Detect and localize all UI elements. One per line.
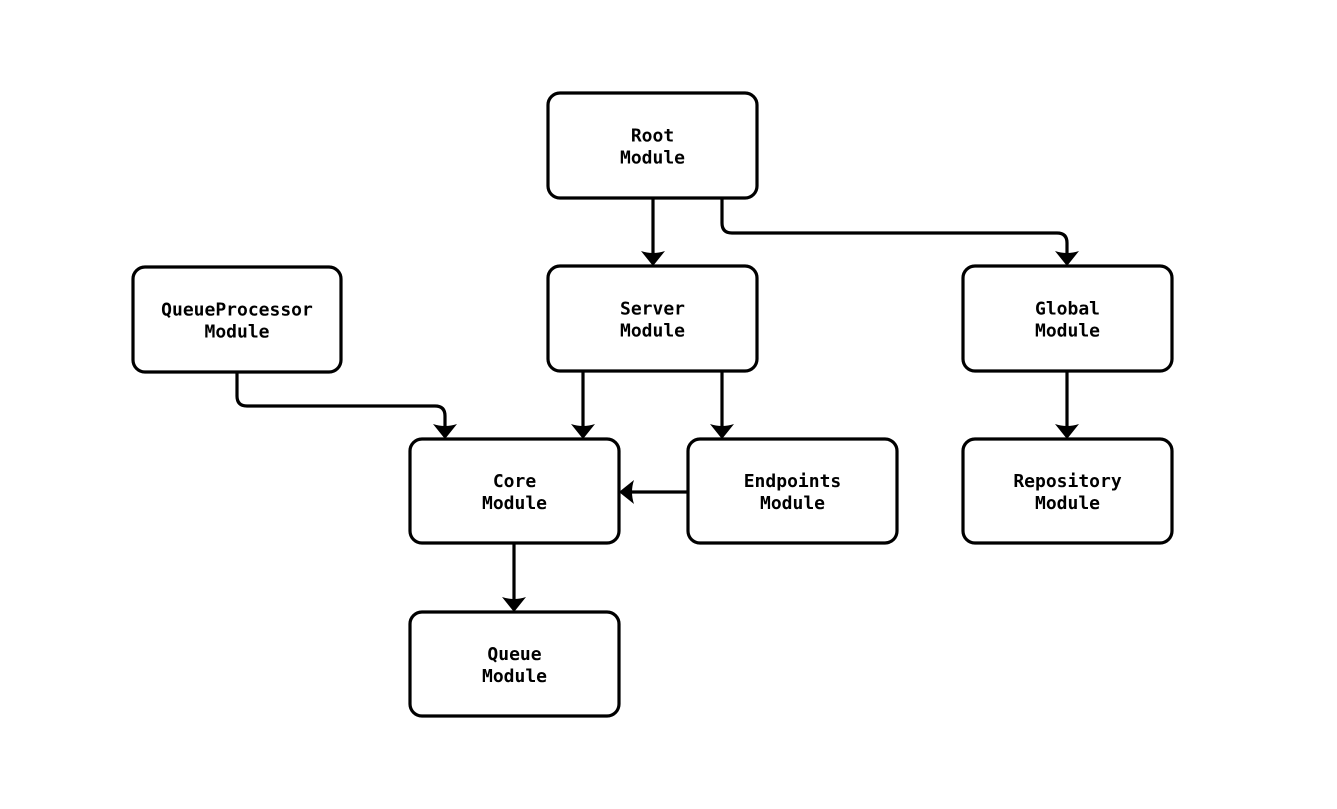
arrowhead — [502, 597, 526, 612]
edge-root-to-global — [720, 198, 1079, 266]
arrowhead — [1055, 424, 1079, 439]
edge-line — [720, 198, 1069, 253]
arrowhead — [641, 251, 665, 266]
edge-queueprocessor-to-core — [235, 372, 457, 439]
edge-core-to-queue — [502, 543, 526, 612]
arrowhead — [433, 424, 457, 439]
node-box — [408, 610, 621, 718]
edge-server-to-endpoints — [710, 371, 734, 439]
arrowhead — [1055, 251, 1079, 266]
edge-global-to-repository — [1055, 371, 1079, 439]
edge-line — [235, 372, 447, 426]
node-box — [546, 264, 759, 373]
arrowhead — [571, 424, 595, 439]
node-box — [961, 437, 1174, 545]
edge-endpoints-to-core — [619, 480, 688, 504]
arrowhead — [619, 480, 634, 504]
arrowhead — [710, 424, 734, 439]
edge-root-to-server — [641, 198, 665, 266]
edge-server-to-core — [571, 371, 595, 439]
